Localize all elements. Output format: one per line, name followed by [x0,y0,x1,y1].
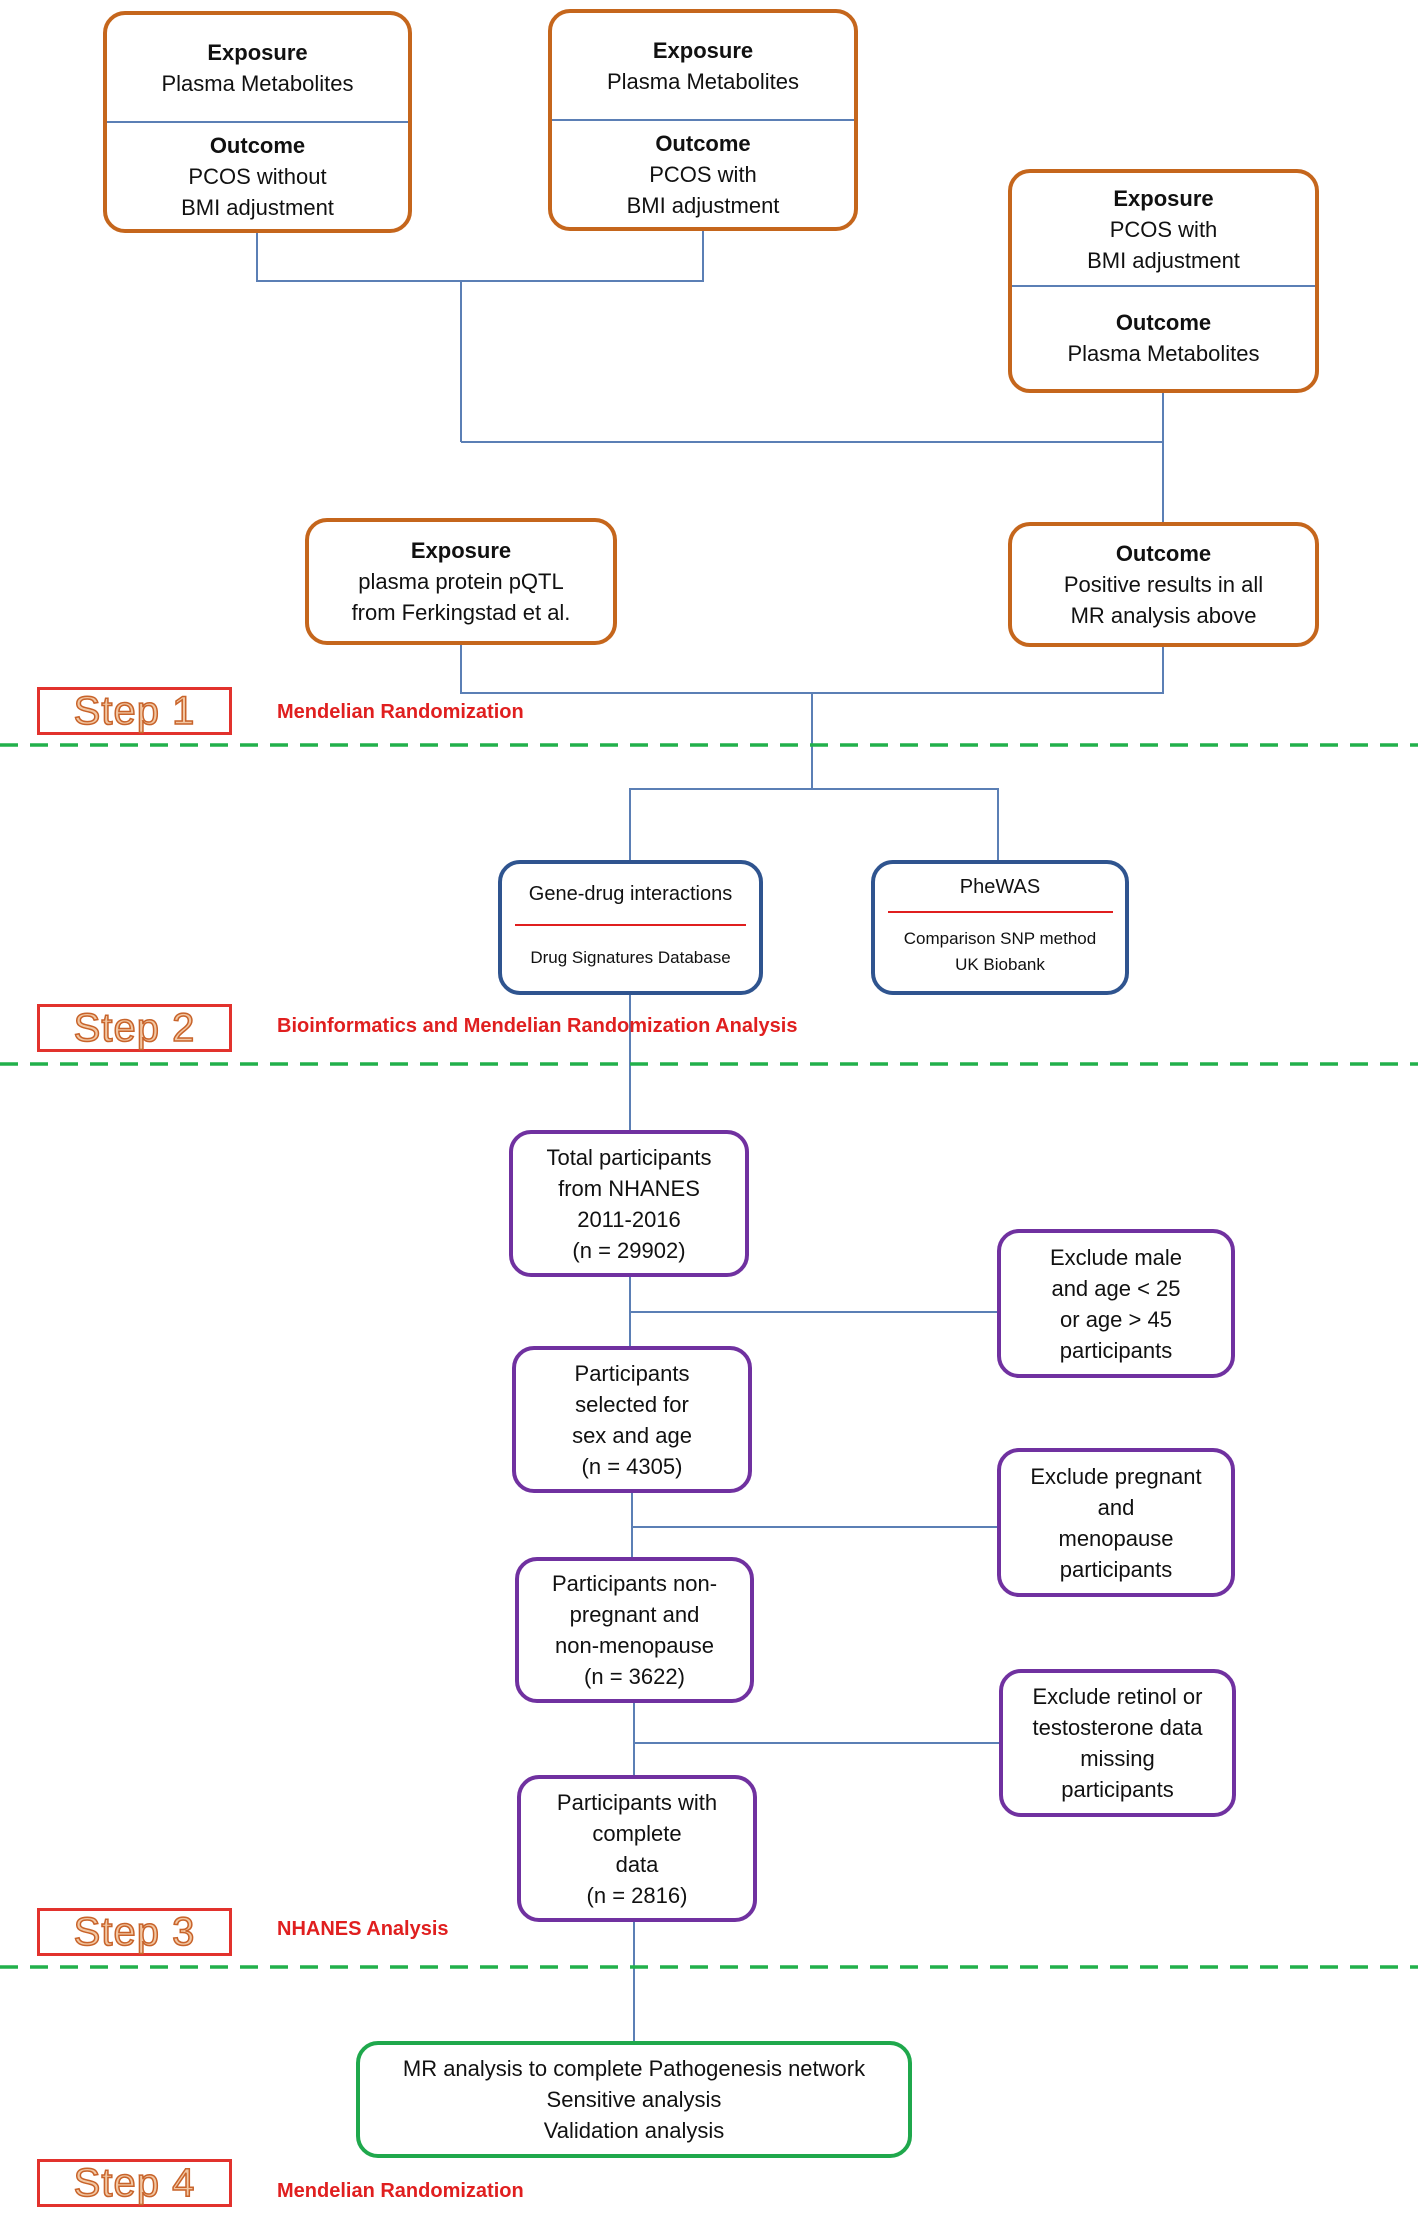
box-total-participants: Total participants from NHANES 2011-2016… [509,1130,749,1277]
box-d-title: Exposure [410,538,512,563]
box-c-bottom-text: Plasma Metabolites [1067,341,1260,367]
step1-label: Mendelian Randomization [277,701,524,723]
step4-label: Mendelian Randomization [277,2180,524,2202]
box-mr-pathogenesis-network: MR analysis to complete Pathogenesis net… [356,2041,912,2158]
box-d-text: plasma protein pQTL from Ferkingstad et … [351,569,571,625]
step2-label: Bioinformatics and Mendelian Randomizati… [277,1015,798,1037]
box-b-top-text: Plasma Metabolites [607,69,799,94]
box-outcome-positive-results: Outcome Positive results in all MR analy… [1008,522,1319,647]
box-exposure-pqtl: Exposure plasma protein pQTL from Ferkin… [305,518,617,645]
box-selected-sex-age: Participants selected for sex and age (n… [512,1346,752,1493]
box-phewas: PheWAS Comparison SNP method UK Biobank [871,860,1129,995]
box-exposure-metabolites-outcome-pcos-no-bmi: Exposure Plasma Metabolites Outcome PCOS… [103,11,412,233]
box-non-pregnant: Participants non- pregnant and non-menop… [515,1557,754,1703]
box-gene-drug-interactions: Gene-drug interactions Drug Signatures D… [498,860,763,995]
box-exposure-metabolites-outcome-pcos-bmi: Exposure Plasma Metabolites Outcome PCOS… [548,9,858,231]
box-exclude-pregnant: Exclude pregnant and menopause participa… [997,1448,1235,1597]
box-b-bottom-title: Outcome [655,130,751,156]
step1-tag: Step 1 [37,687,232,735]
box-e-text: Positive results in all MR analysis abov… [1063,572,1264,628]
box-b-divider [552,119,854,121]
box-c-bottom-title: Outcome [1115,310,1212,336]
box-exclude-missing: Exclude retinol or testosterone data mis… [999,1669,1236,1817]
box-a-bottom-text: PCOS without BMI adjustment [181,163,334,220]
box-c-top-text: PCOS with BMI adjustment [1087,216,1240,273]
box-b-top-title: Exposure [652,38,754,63]
box-c-divider [1012,285,1315,288]
box-a-top-text: Plasma Metabolites [161,71,354,96]
step2-tag: Step 2 [37,1004,232,1052]
step3-tag: Step 3 [37,1908,232,1956]
box-a-divider [107,121,408,123]
step4-tag: Step 4 [37,2159,232,2207]
phewas-divider [887,910,1113,913]
box-c-top-title: Exposure [1113,185,1214,211]
gene-drug-text: Drug Signatures Database [530,948,731,968]
phewas-title: PheWAS [959,876,1041,899]
box-exposure-pcos-outcome-metabolites: Exposure PCOS with BMI adjustment Outcom… [1008,169,1319,393]
box-b-bottom-text: PCOS with BMI adjustment [626,161,780,218]
gene-drug-title: Gene-drug interactions [528,882,733,905]
box-exclude-sex-age: Exclude male and age < 25 or age > 45 pa… [997,1229,1235,1378]
box-e-title: Outcome [1115,541,1212,566]
gene-drug-divider [514,923,747,926]
connector-a-b [256,230,704,282]
connector-d-e [460,645,1164,694]
connector-step2-split [629,788,999,861]
box-a-top-title: Exposure [207,40,308,65]
phewas-text: Comparison SNP method UK Biobank [903,928,1097,974]
box-complete-data: Participants with complete data (n = 281… [517,1775,757,1922]
box-a-bottom-title: Outcome [209,132,306,158]
step3-label: NHANES Analysis [277,1918,449,1940]
